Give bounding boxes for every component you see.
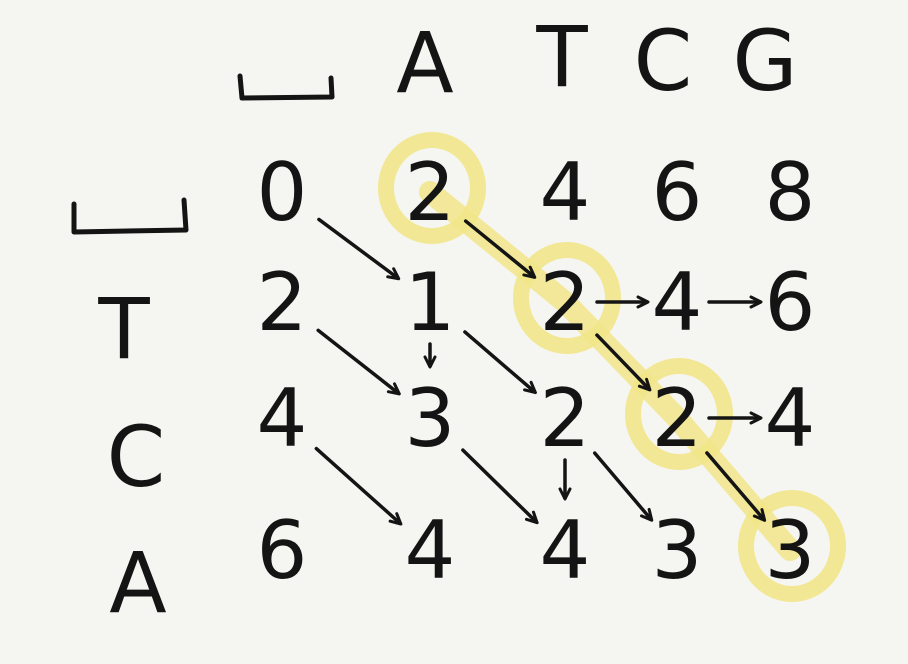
row-header: A	[109, 534, 166, 632]
matrix-cell: 2	[652, 372, 703, 465]
row-gap-symbol	[71, 197, 189, 235]
row-headers: T C A	[97, 280, 166, 632]
diagonal-arrow	[316, 328, 401, 396]
diagonal-arrow	[461, 448, 539, 525]
column-header: C	[634, 12, 693, 110]
matrix-cell: 2	[257, 256, 308, 349]
diagonal-arrow	[463, 330, 537, 395]
matrix-cell: 6	[765, 256, 816, 349]
matrix-cell: 1	[405, 256, 456, 349]
highlight-circle	[625, 358, 733, 470]
matrix-cell: 4	[405, 504, 456, 597]
highlight-band	[419, 181, 801, 561]
matrix-cell: 4	[540, 504, 591, 597]
column-header: A	[396, 14, 453, 112]
matrix-cell: 4	[652, 256, 703, 349]
matrix-cell: 3	[652, 504, 703, 597]
diagonal-arrow	[705, 451, 767, 522]
highlight-circle	[378, 132, 486, 244]
matrix-cell: 4	[765, 372, 816, 465]
matrix-cell: 2	[540, 372, 591, 465]
row-header: T	[97, 280, 150, 378]
matrix-cell: 3	[405, 372, 456, 465]
column-header: T	[535, 8, 588, 106]
matrix-cell: 4	[257, 372, 308, 465]
diagonal-arrow	[463, 219, 537, 279]
matrix-cell: 2	[540, 256, 591, 349]
diagonal-arrow	[593, 451, 654, 522]
highlight-circle	[513, 242, 621, 354]
matrix-cell: 8	[765, 146, 816, 239]
matrix-cell: 6	[652, 146, 703, 239]
column-headers: A T C G	[396, 8, 797, 112]
row-header: C	[107, 408, 166, 506]
matrix-cell: 0	[257, 146, 308, 239]
diagonal-arrow	[317, 217, 401, 281]
matrix-cell: 3	[765, 504, 816, 597]
matrix-cell: 6	[257, 504, 308, 597]
matrix-cell: 4	[540, 146, 591, 239]
traceback-arrows	[314, 217, 767, 526]
column-gap-symbol	[237, 73, 335, 101]
column-header: G	[732, 12, 797, 110]
matrix-cell: 2	[405, 146, 456, 239]
diagonal-arrow	[595, 333, 652, 392]
diagonal-arrow	[314, 446, 403, 526]
highlight-circle	[738, 490, 846, 602]
